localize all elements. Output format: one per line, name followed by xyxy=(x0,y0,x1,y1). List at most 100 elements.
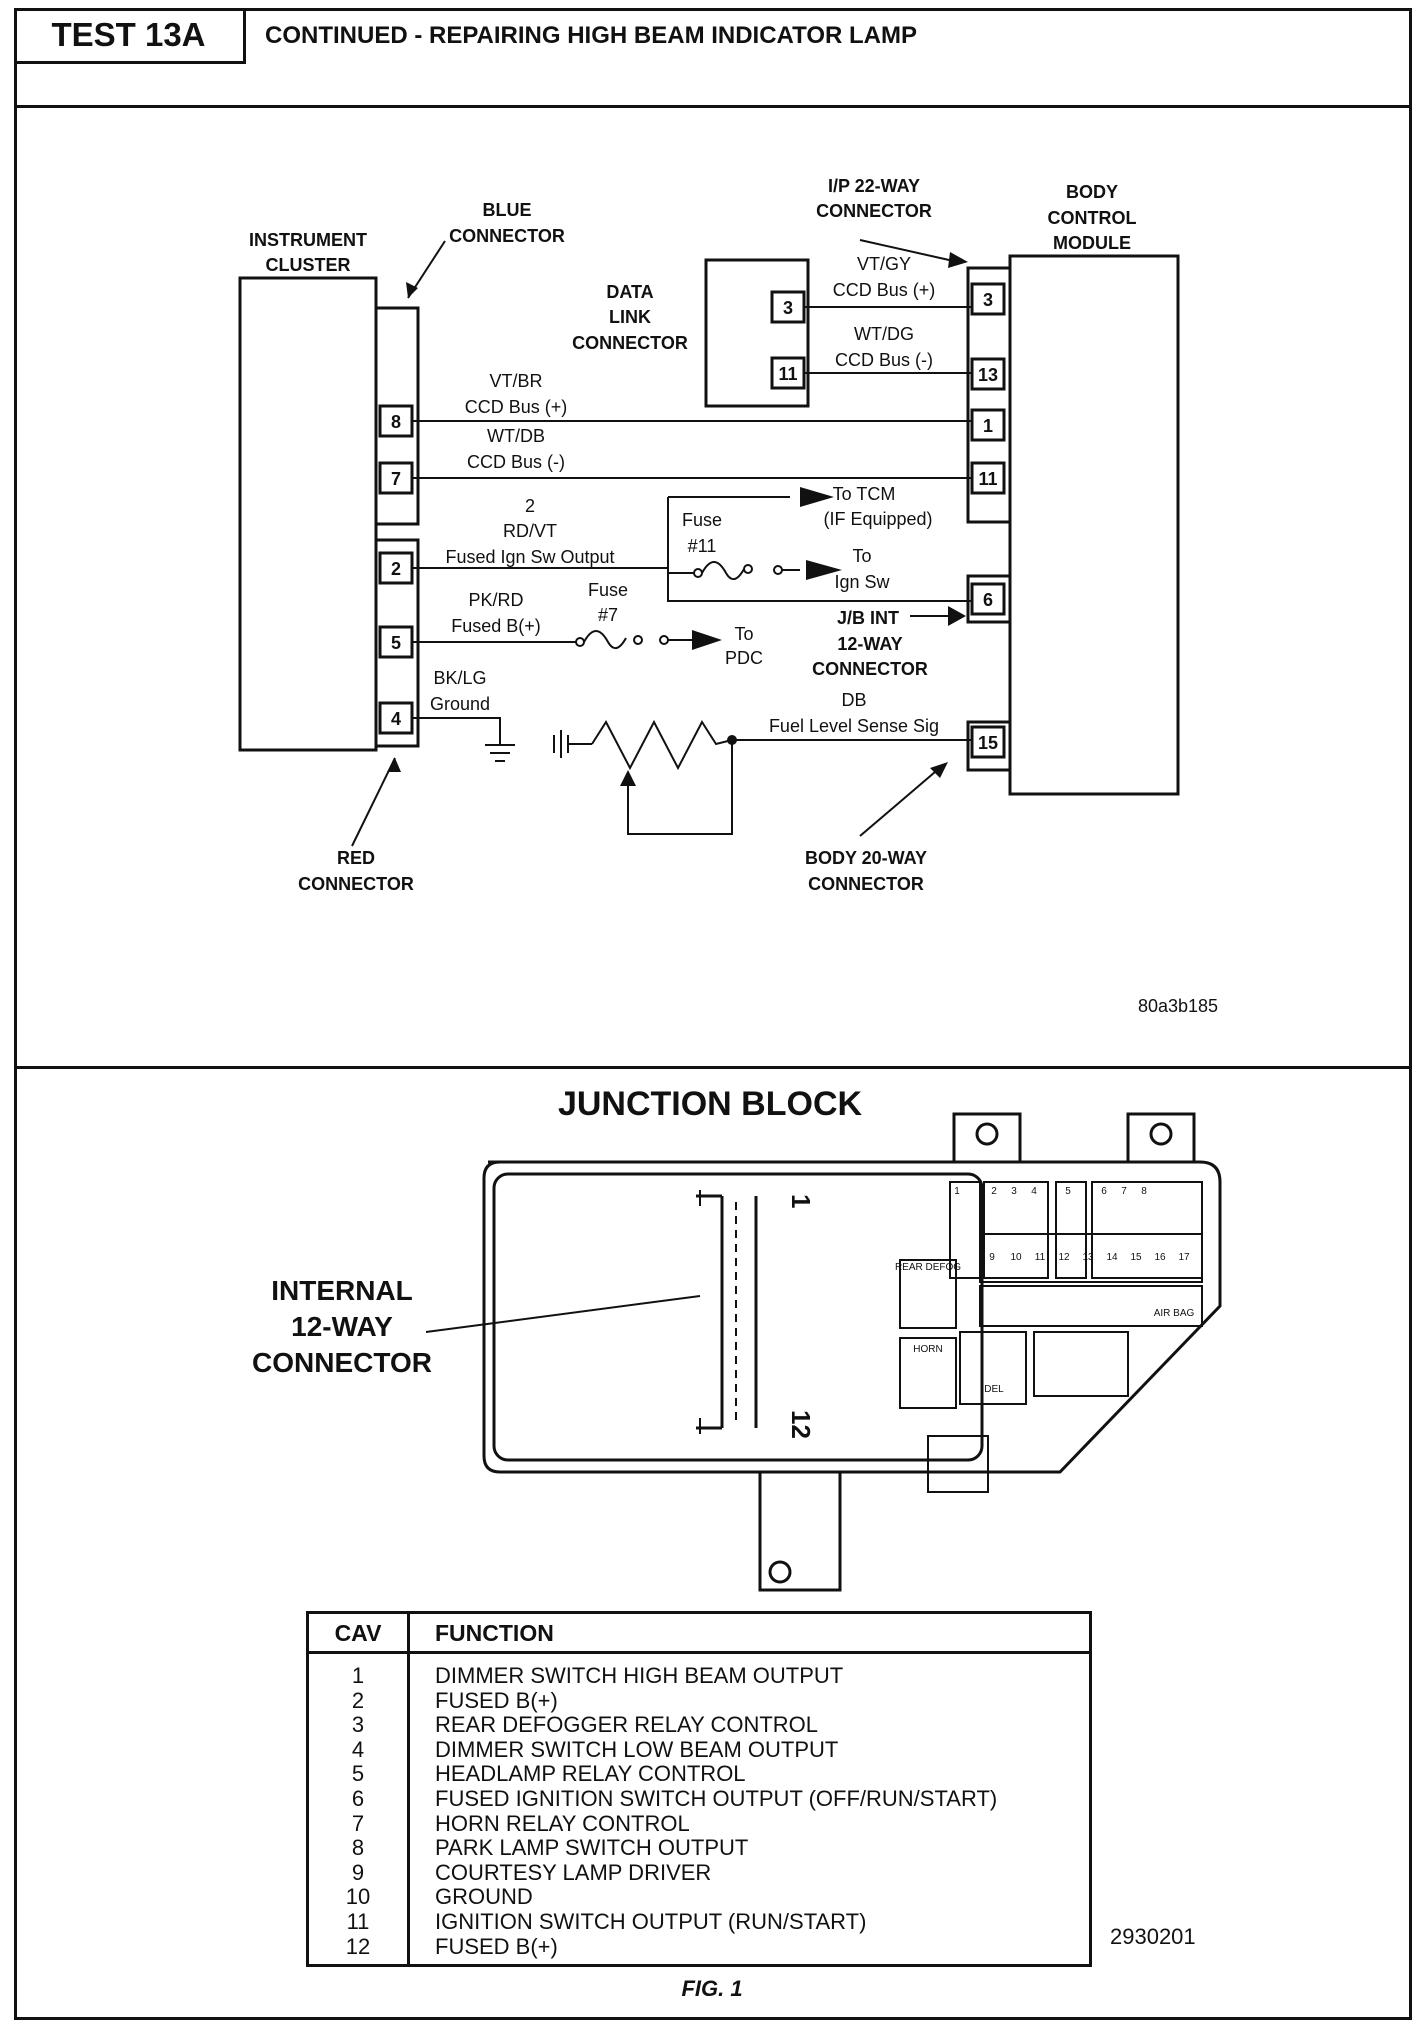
cav-number: 3 xyxy=(351,1712,365,1738)
wire-color: WT/DG xyxy=(854,324,914,344)
jb-connector-label: CONNECTOR xyxy=(812,659,928,679)
pin-number: 6 xyxy=(983,590,993,610)
fuse-7-label: #7 xyxy=(598,605,618,625)
body-connector-label: BODY 20-WAY xyxy=(805,848,927,868)
svg-text:2: 2 xyxy=(991,1186,997,1197)
wire-circuit: 2 xyxy=(525,496,535,516)
internal-connector-label: CONNECTOR xyxy=(252,1347,432,1378)
table-row: 3 REAR DEFOGGER RELAY CONTROL xyxy=(309,1713,1089,1738)
fuse-11-label: Fuse xyxy=(682,510,722,530)
svg-text:10: 10 xyxy=(1010,1252,1022,1263)
wire-color: DB xyxy=(841,690,866,710)
data-link-connector-box xyxy=(704,258,810,408)
fuse-7-label: Fuse xyxy=(588,580,628,600)
schematic-code: 80a3b185 xyxy=(1138,996,1218,1016)
bcm-label: BODY xyxy=(1066,182,1118,202)
internal-connector-label: 12-WAY xyxy=(291,1311,393,1342)
data-link-connector-label: LINK xyxy=(609,307,651,327)
svg-text:15: 15 xyxy=(1130,1252,1142,1263)
cav-number: 9 xyxy=(351,1859,365,1885)
page-frame xyxy=(14,8,1412,2020)
blue-connector-label: CONNECTOR xyxy=(449,226,565,246)
wire-color: BK/LG xyxy=(433,668,486,688)
svg-text:12: 12 xyxy=(1058,1252,1070,1263)
cav-function: DIMMER SWITCH LOW BEAM OUTPUT xyxy=(435,1736,839,1762)
wire-color: RD/VT xyxy=(503,521,557,541)
page-title: CONTINUED - REPAIRING HIGH BEAM INDICATO… xyxy=(265,22,917,49)
to-ign-label: Ign Sw xyxy=(834,572,890,592)
cav-column-header: CAV xyxy=(334,1620,382,1646)
svg-text:3: 3 xyxy=(1011,1186,1017,1197)
svg-text:REAR DEFOG: REAR DEFOG xyxy=(895,1262,961,1273)
pin-number: 3 xyxy=(783,298,793,318)
bcm-label: MODULE xyxy=(1053,233,1131,253)
svg-text:1: 1 xyxy=(954,1186,960,1197)
cav-function: FUSED B(+) xyxy=(435,1933,558,1959)
pin-number: 11 xyxy=(978,469,997,489)
data-link-connector-label: DATA xyxy=(606,282,653,302)
cav-function: FUSED B(+) xyxy=(435,1687,558,1713)
cav-number: 8 xyxy=(351,1835,365,1861)
red-connector-label: RED xyxy=(337,848,375,868)
svg-text:6: 6 xyxy=(1101,1186,1107,1197)
cav-number: 4 xyxy=(351,1736,365,1762)
pin-number: 4 xyxy=(391,709,401,729)
pin-number: 13 xyxy=(978,365,998,385)
jb-connector-label: J/B INT xyxy=(837,608,899,628)
to-pdc-label: To xyxy=(734,624,753,644)
bcm-label: CONTROL xyxy=(1048,208,1137,228)
wire-color: VT/BR xyxy=(489,371,542,391)
svg-text:16: 16 xyxy=(1154,1252,1166,1263)
cav-function: HORN RELAY CONTROL xyxy=(435,1810,690,1836)
cav-number: 10 xyxy=(345,1884,371,1910)
internal-connector-label: INTERNAL xyxy=(271,1275,413,1306)
pin-number: 7 xyxy=(391,469,401,489)
pin-number: 5 xyxy=(391,633,401,653)
bcm-box xyxy=(1008,254,1180,796)
ip-connector-label: I/P 22-WAY xyxy=(828,176,920,196)
wire-signal: CCD Bus (+) xyxy=(465,397,568,417)
internal-connector-frame xyxy=(492,1172,984,1462)
svg-text:5: 5 xyxy=(1065,1186,1071,1197)
table-row: 2 FUSED B(+) xyxy=(309,1687,1089,1714)
svg-text:7: 7 xyxy=(1121,1186,1127,1197)
wire-signal: CCD Bus (+) xyxy=(833,280,936,300)
to-tcm-label: (IF Equipped) xyxy=(823,509,932,529)
blue-connector-body xyxy=(374,306,420,526)
wire-signal: Ground xyxy=(430,694,490,714)
data-link-connector-label: CONNECTOR xyxy=(572,333,688,353)
wire-signal: Fuel Level Sense Sig xyxy=(769,716,939,736)
cav-function: COURTESY LAMP DRIVER xyxy=(435,1859,712,1885)
svg-text:AIR BAG: AIR BAG xyxy=(1154,1308,1195,1319)
test-id: TEST 13A xyxy=(14,8,246,64)
cav-number: 2 xyxy=(351,1687,365,1713)
svg-text:HORN: HORN xyxy=(913,1344,942,1355)
cav-function: FUSED IGNITION SWITCH OUTPUT (OFF/RUN/ST… xyxy=(435,1785,998,1811)
cav-function: IGNITION SWITCH OUTPUT (RUN/START) xyxy=(435,1908,867,1934)
junction-block-drawing: JUNCTION BLOCK INTERNAL 12-WAY CONNECTOR xyxy=(252,1085,1222,1592)
instrument-cluster-label: CLUSTER xyxy=(266,255,351,275)
wire-signal: CCD Bus (-) xyxy=(467,452,565,472)
wire-color: VT/GY xyxy=(857,254,911,274)
cav-function: GROUND xyxy=(435,1884,533,1910)
function-column-header: FUNCTION xyxy=(435,1620,554,1646)
svg-text:13: 13 xyxy=(1082,1252,1094,1263)
cav-number: 6 xyxy=(351,1785,365,1811)
pin-number: 1 xyxy=(983,416,993,436)
to-pdc-label: PDC xyxy=(725,648,763,668)
svg-text:17: 17 xyxy=(1178,1252,1190,1263)
wire-color: PK/RD xyxy=(468,590,523,610)
fuse-11-label: #11 xyxy=(688,536,717,556)
cav-function: REAR DEFOGGER RELAY CONTROL xyxy=(435,1712,819,1738)
table-row: 6 FUSED IGNITION SWITCH OUTPUT (OFF/RUN/S… xyxy=(309,1785,1089,1812)
bcm-jb-connector xyxy=(966,574,1012,624)
ip-connector-label: CONNECTOR xyxy=(816,201,932,221)
instrument-cluster-box xyxy=(238,276,378,752)
pin-number: 2 xyxy=(391,559,401,579)
